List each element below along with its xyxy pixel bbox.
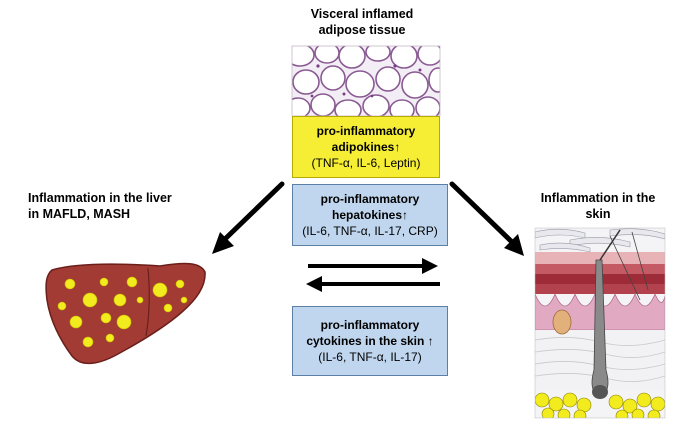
- hepatokines-list: (IL-6, TNF-α, IL-17, CRP): [302, 224, 438, 238]
- hepatokines-line2: hepatokines↑: [331, 208, 409, 222]
- cytokines-line2: cytokines in the skin ↑: [306, 334, 434, 348]
- adipokines-line1: pro-inflammatory: [316, 124, 416, 138]
- cytokines-list: (IL-6, TNF-α, IL-17): [318, 350, 422, 364]
- adipokines-box: pro-inflammatory adipokines↑ (TNF-α, IL-…: [292, 116, 440, 178]
- skin-inflammation-title: Inflammation in the skin: [540, 191, 656, 221]
- cytokines-line1: pro-inflammatory: [320, 318, 420, 332]
- adipose-tissue-title: Visceral inflamed adipose tissue: [310, 7, 414, 37]
- hepatokines-line1: pro-inflammatory: [320, 192, 420, 206]
- hepatokines-box: pro-inflammatory hepatokines↑ (IL-6, TNF…: [292, 184, 448, 246]
- liver-inflammation-title: Inflammation in the liver in MAFLD, MASH: [28, 191, 172, 221]
- skin-cytokines-box: pro-inflammatory cytokines in the skin ↑…: [292, 306, 448, 376]
- adipokines-line2: adipokines↑: [331, 140, 401, 154]
- adipokines-list: (TNF-α, IL-6, Leptin): [311, 156, 421, 170]
